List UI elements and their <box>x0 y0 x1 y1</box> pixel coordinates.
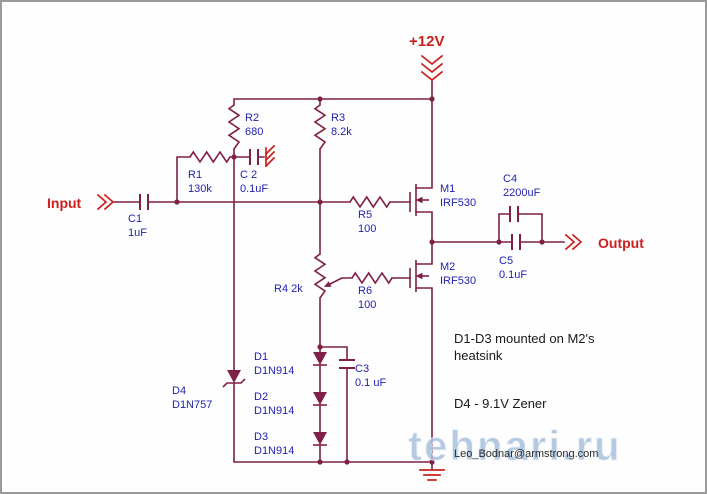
label-r4: R4 2k <box>274 283 303 295</box>
earth-ground-icon <box>419 469 445 481</box>
circuit-wiring <box>112 79 565 471</box>
mosfet-m2-symbol <box>409 260 429 292</box>
chassis-hatch <box>264 150 276 162</box>
resistor-r3-symbol <box>313 104 327 150</box>
label-r2-ref: R2 <box>245 112 259 124</box>
junction-dot <box>539 239 545 245</box>
label-m1-value: IRF530 <box>440 197 476 209</box>
note-zener: D4 - 9.1V Zener <box>454 396 547 411</box>
label-d1-value: D1N914 <box>254 365 294 377</box>
label-r1-ref: R1 <box>188 169 202 181</box>
junction-dot <box>344 459 350 465</box>
label-c3-value: 0.1 uF <box>355 377 386 389</box>
chassis-hatch <box>264 144 276 156</box>
junction-dot <box>496 239 502 245</box>
junction-dot <box>317 199 323 205</box>
output-port-label: Output <box>598 235 644 251</box>
input-port-icon <box>96 193 115 211</box>
zener-d4-symbol <box>222 370 246 388</box>
label-r5-ref: R5 <box>358 209 372 221</box>
trimmer-r4-body <box>313 253 327 299</box>
m2-body-arrow <box>415 272 423 280</box>
d4-anode-triangle <box>227 370 241 383</box>
label-d4-ref: D4 <box>172 385 186 397</box>
power-bus-icon <box>420 54 444 82</box>
trimmer-r4-symbol <box>313 253 343 299</box>
output-chevron <box>564 233 576 251</box>
input-port-label: Input <box>47 195 82 211</box>
diode-d2-symbol <box>313 392 327 406</box>
label-m1-ref: M1 <box>440 183 455 195</box>
d3-anode-triangle <box>313 432 327 445</box>
junction-dots <box>174 96 545 465</box>
label-d4-value: D1N757 <box>172 399 212 411</box>
site-watermark: tehnari.ru <box>408 422 622 469</box>
d4-zener-bar <box>222 378 246 388</box>
label-d3-ref: D3 <box>254 431 268 443</box>
chassis-ground-icon <box>264 144 276 168</box>
capacitor-c1-symbol <box>139 194 149 210</box>
resistor-r5-symbol <box>349 195 391 209</box>
resistor-r2-symbol <box>227 104 241 150</box>
d2-anode-triangle <box>313 392 327 405</box>
power-rail-label: +12V <box>409 33 444 50</box>
note-heatsink-line1: D1-D3 mounted on M2's <box>454 331 595 346</box>
author-credit: Leo_Bodnar@armstrong.com <box>454 448 598 460</box>
label-c1-ref: C1 <box>128 213 142 225</box>
label-r6-value: 100 <box>358 299 376 311</box>
label-d1-ref: D1 <box>254 351 268 363</box>
capacitor-c5-symbol <box>511 234 521 250</box>
resistor-r6-symbol <box>351 271 393 285</box>
label-c2-ref: C 2 <box>240 169 257 181</box>
note-heatsink-line2: heatsink <box>454 348 503 363</box>
junction-dot <box>174 199 180 205</box>
label-c3-ref: C3 <box>355 363 369 375</box>
label-r3-value: 8.2k <box>331 126 352 138</box>
resistor-r1-symbol <box>189 150 231 164</box>
diode-d3-symbol <box>313 432 327 446</box>
junction-dot <box>429 459 435 465</box>
junction-dot <box>429 239 435 245</box>
input-chevron <box>103 193 115 211</box>
output-port-icon <box>564 233 583 251</box>
capacitor-c3-symbol <box>339 359 355 369</box>
label-d3-value: D1N914 <box>254 445 294 457</box>
junction-dot <box>231 154 237 160</box>
label-r3-ref: R3 <box>331 112 345 124</box>
d1-anode-triangle <box>313 352 327 365</box>
label-c5-value: 0.1uF <box>499 269 527 281</box>
label-d2-ref: D2 <box>254 391 268 403</box>
capacitor-c4-symbol <box>509 206 519 222</box>
junction-dot <box>317 459 323 465</box>
power-chevron <box>420 70 444 82</box>
power-chevron <box>420 62 444 74</box>
label-c4-ref: C4 <box>503 173 517 185</box>
label-r1-value: 130k <box>188 183 212 195</box>
mosfet-m1-symbol <box>409 184 429 216</box>
chassis-hatch <box>264 156 276 168</box>
label-c2-value: 0.1uF <box>240 183 268 195</box>
label-r5-value: 100 <box>358 223 376 235</box>
label-c5-ref: C5 <box>499 255 513 267</box>
junction-dot <box>317 344 323 350</box>
trimmer-r4-wiper <box>328 277 343 286</box>
junction-dot <box>429 96 435 102</box>
m1-body-arrow <box>415 196 423 204</box>
label-r2-value: 680 <box>245 126 263 138</box>
label-c4-value: 2200uF <box>503 187 541 199</box>
capacitor-c2-symbol <box>249 149 259 165</box>
label-r6-ref: R6 <box>358 285 372 297</box>
input-chevron <box>96 193 108 211</box>
diode-d1-symbol <box>313 352 327 366</box>
label-m2-ref: M2 <box>440 261 455 273</box>
label-d2-value: D1N914 <box>254 405 294 417</box>
power-chevron <box>420 54 444 66</box>
trimmer-r4-wiper-arrowhead <box>324 281 332 287</box>
label-c1-value: 1uF <box>128 227 147 239</box>
label-m2-value: IRF530 <box>440 275 476 287</box>
junction-dot <box>317 96 323 102</box>
output-chevron <box>571 233 583 251</box>
